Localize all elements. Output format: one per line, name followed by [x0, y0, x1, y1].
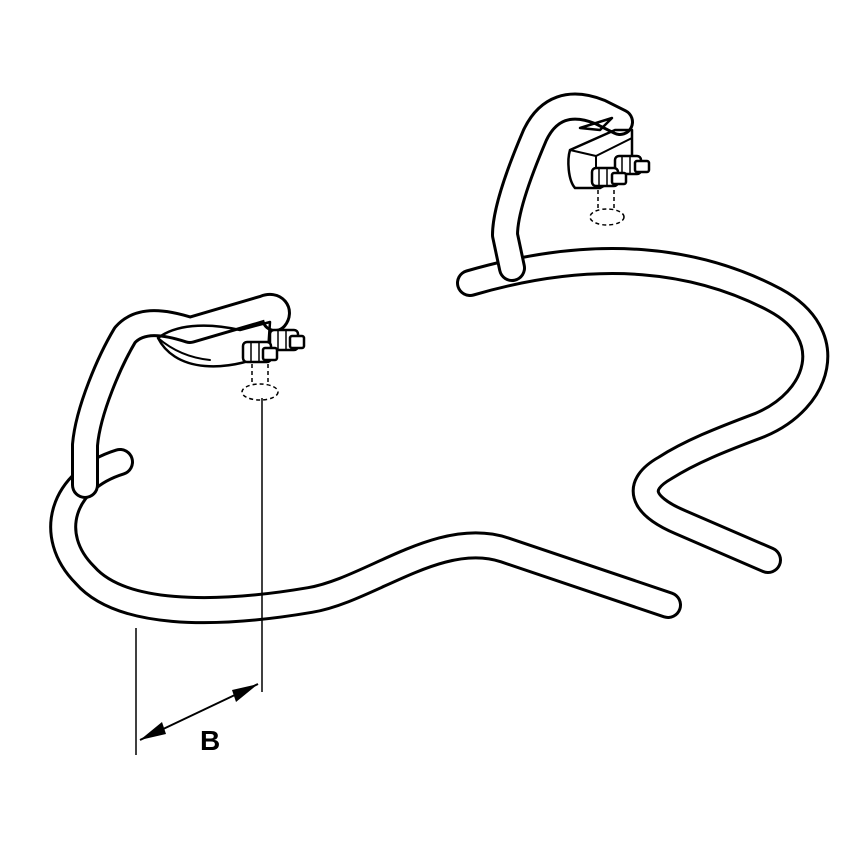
left-bracket	[71, 293, 306, 499]
arrowhead-left-icon	[140, 722, 166, 740]
arrowhead-right-icon	[232, 684, 258, 702]
left-hidden-bolt	[241, 364, 279, 401]
right-bolt-rear	[613, 154, 651, 176]
dimension-b: B	[135, 398, 263, 756]
left-bolt-rear	[268, 328, 306, 352]
right-hidden-bolt	[589, 190, 625, 226]
right-bolt-front	[590, 166, 628, 188]
right-bracket	[491, 92, 651, 282]
bent-tube	[49, 247, 830, 625]
left-bolt-front	[241, 340, 279, 364]
dimension-label: B	[200, 725, 220, 756]
